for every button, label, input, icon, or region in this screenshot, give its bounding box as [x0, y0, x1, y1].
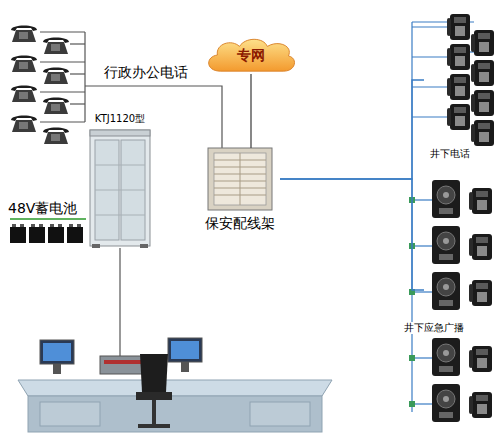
broadcast-devices: [432, 180, 460, 218]
battery-node: 48V蓄电池: [8, 200, 92, 244]
operator-console: [40, 340, 74, 364]
battery-bank: [10, 219, 86, 243]
underground-phones: [471, 60, 494, 86]
operator-console: [40, 402, 100, 426]
battery-bank: [29, 224, 45, 243]
distribution-frame: [240, 153, 241, 205]
office-phones: [11, 56, 37, 73]
distribution-frame: [208, 148, 272, 210]
exchange-cabinet: [95, 165, 145, 166]
battery-bank: [10, 218, 86, 220]
broadcast-devices: [432, 338, 460, 376]
office-wiring: [70, 103, 85, 104]
cloud-outline: [209, 39, 295, 71]
exchange-cabinet: [95, 215, 145, 216]
office-phones: [43, 38, 69, 55]
office-wiring: [40, 32, 222, 148]
operator-console: [43, 343, 71, 361]
broadcast-devices: [432, 272, 460, 310]
underground-phones: [471, 120, 494, 146]
broadcast-devices: [432, 226, 460, 264]
office-phones: [11, 116, 37, 133]
operator-console: [152, 400, 156, 426]
operator-console: [140, 354, 168, 392]
broadcast-devices: [469, 392, 492, 418]
exchange-cabinet: [90, 130, 150, 246]
office-wiring: [40, 61, 85, 62]
office-phones: [11, 86, 37, 103]
node-label: KTJ1120型: [95, 113, 145, 125]
office-phones: [11, 26, 69, 145]
operator-console: [18, 338, 332, 432]
battery-bank: [10, 224, 26, 243]
broadcast-devices: [432, 180, 492, 422]
office-phones: [43, 128, 69, 145]
exchange-cabinet: [140, 244, 148, 248]
office-wiring: [40, 121, 85, 122]
operator-console: [53, 364, 61, 374]
phone-group: 井下电话: [424, 8, 496, 160]
operator-console: [18, 380, 332, 396]
office-wiring: [40, 31, 85, 32]
distribution-frame: [208, 148, 272, 210]
exchange-cabinet: [95, 190, 145, 191]
operator-console: [138, 424, 170, 428]
underground-phones: [471, 30, 494, 56]
connector: [280, 179, 424, 290]
connector: [250, 74, 251, 148]
operator-console: [171, 341, 199, 359]
exchange-node: KTJ1120型: [84, 113, 156, 249]
line-label: 行政办公电话: [104, 64, 188, 81]
operator-console: [168, 338, 202, 362]
distribution-frame: [214, 153, 266, 205]
broadcast-devices: [469, 188, 492, 214]
office-phones: [43, 68, 69, 85]
exchange-cabinet: [90, 130, 150, 136]
battery-bank: [67, 224, 83, 243]
exchange-cabinet: [90, 130, 150, 248]
office-wiring: [84, 32, 85, 122]
console-wire: [119, 248, 120, 356]
underground-phones: [447, 14, 470, 40]
broadcast-devices: [469, 280, 492, 306]
underground-bus: [412, 26, 448, 27]
connector: [280, 80, 424, 179]
network-cloud: 专网: [203, 36, 299, 74]
node-label: 专网: [237, 47, 265, 64]
office-wiring: [70, 43, 85, 44]
distribution-frame: [214, 153, 266, 205]
frame-node: 保安配线架: [200, 148, 280, 232]
office-phones: [43, 98, 69, 115]
office-wiring: [40, 91, 85, 92]
operator-console: [181, 362, 189, 372]
office-wiring: [70, 73, 85, 74]
broadcast-devices: [432, 384, 460, 422]
underground-phones: [447, 104, 470, 130]
underground-bus: [412, 86, 448, 87]
console-wire: [120, 248, 121, 356]
underground-phones: [447, 14, 494, 146]
underground-bus: [412, 56, 448, 57]
underground-phones: [447, 44, 470, 70]
operator-console: [250, 402, 310, 426]
node-label: 井下电话: [430, 148, 470, 160]
node-label: 井下应急广播: [402, 322, 466, 334]
node-label: 保安配线架: [205, 215, 275, 232]
battery-bank: [48, 224, 64, 243]
underground-phones: [447, 74, 470, 100]
operator-console: [136, 392, 172, 400]
operator-console: [28, 396, 322, 432]
splitter-dots: [409, 401, 415, 407]
splitter-dots: [409, 355, 415, 361]
exchange-cabinet: [92, 244, 100, 248]
node-label: 48V蓄电池: [8, 200, 77, 217]
broadcast-devices: [469, 234, 492, 260]
broadcast-devices: [469, 346, 492, 372]
underground-phones: [471, 90, 494, 116]
broadcast-group: 井下应急广播: [424, 176, 496, 428]
underground-bus: [412, 116, 448, 117]
office-phones: [11, 26, 37, 43]
